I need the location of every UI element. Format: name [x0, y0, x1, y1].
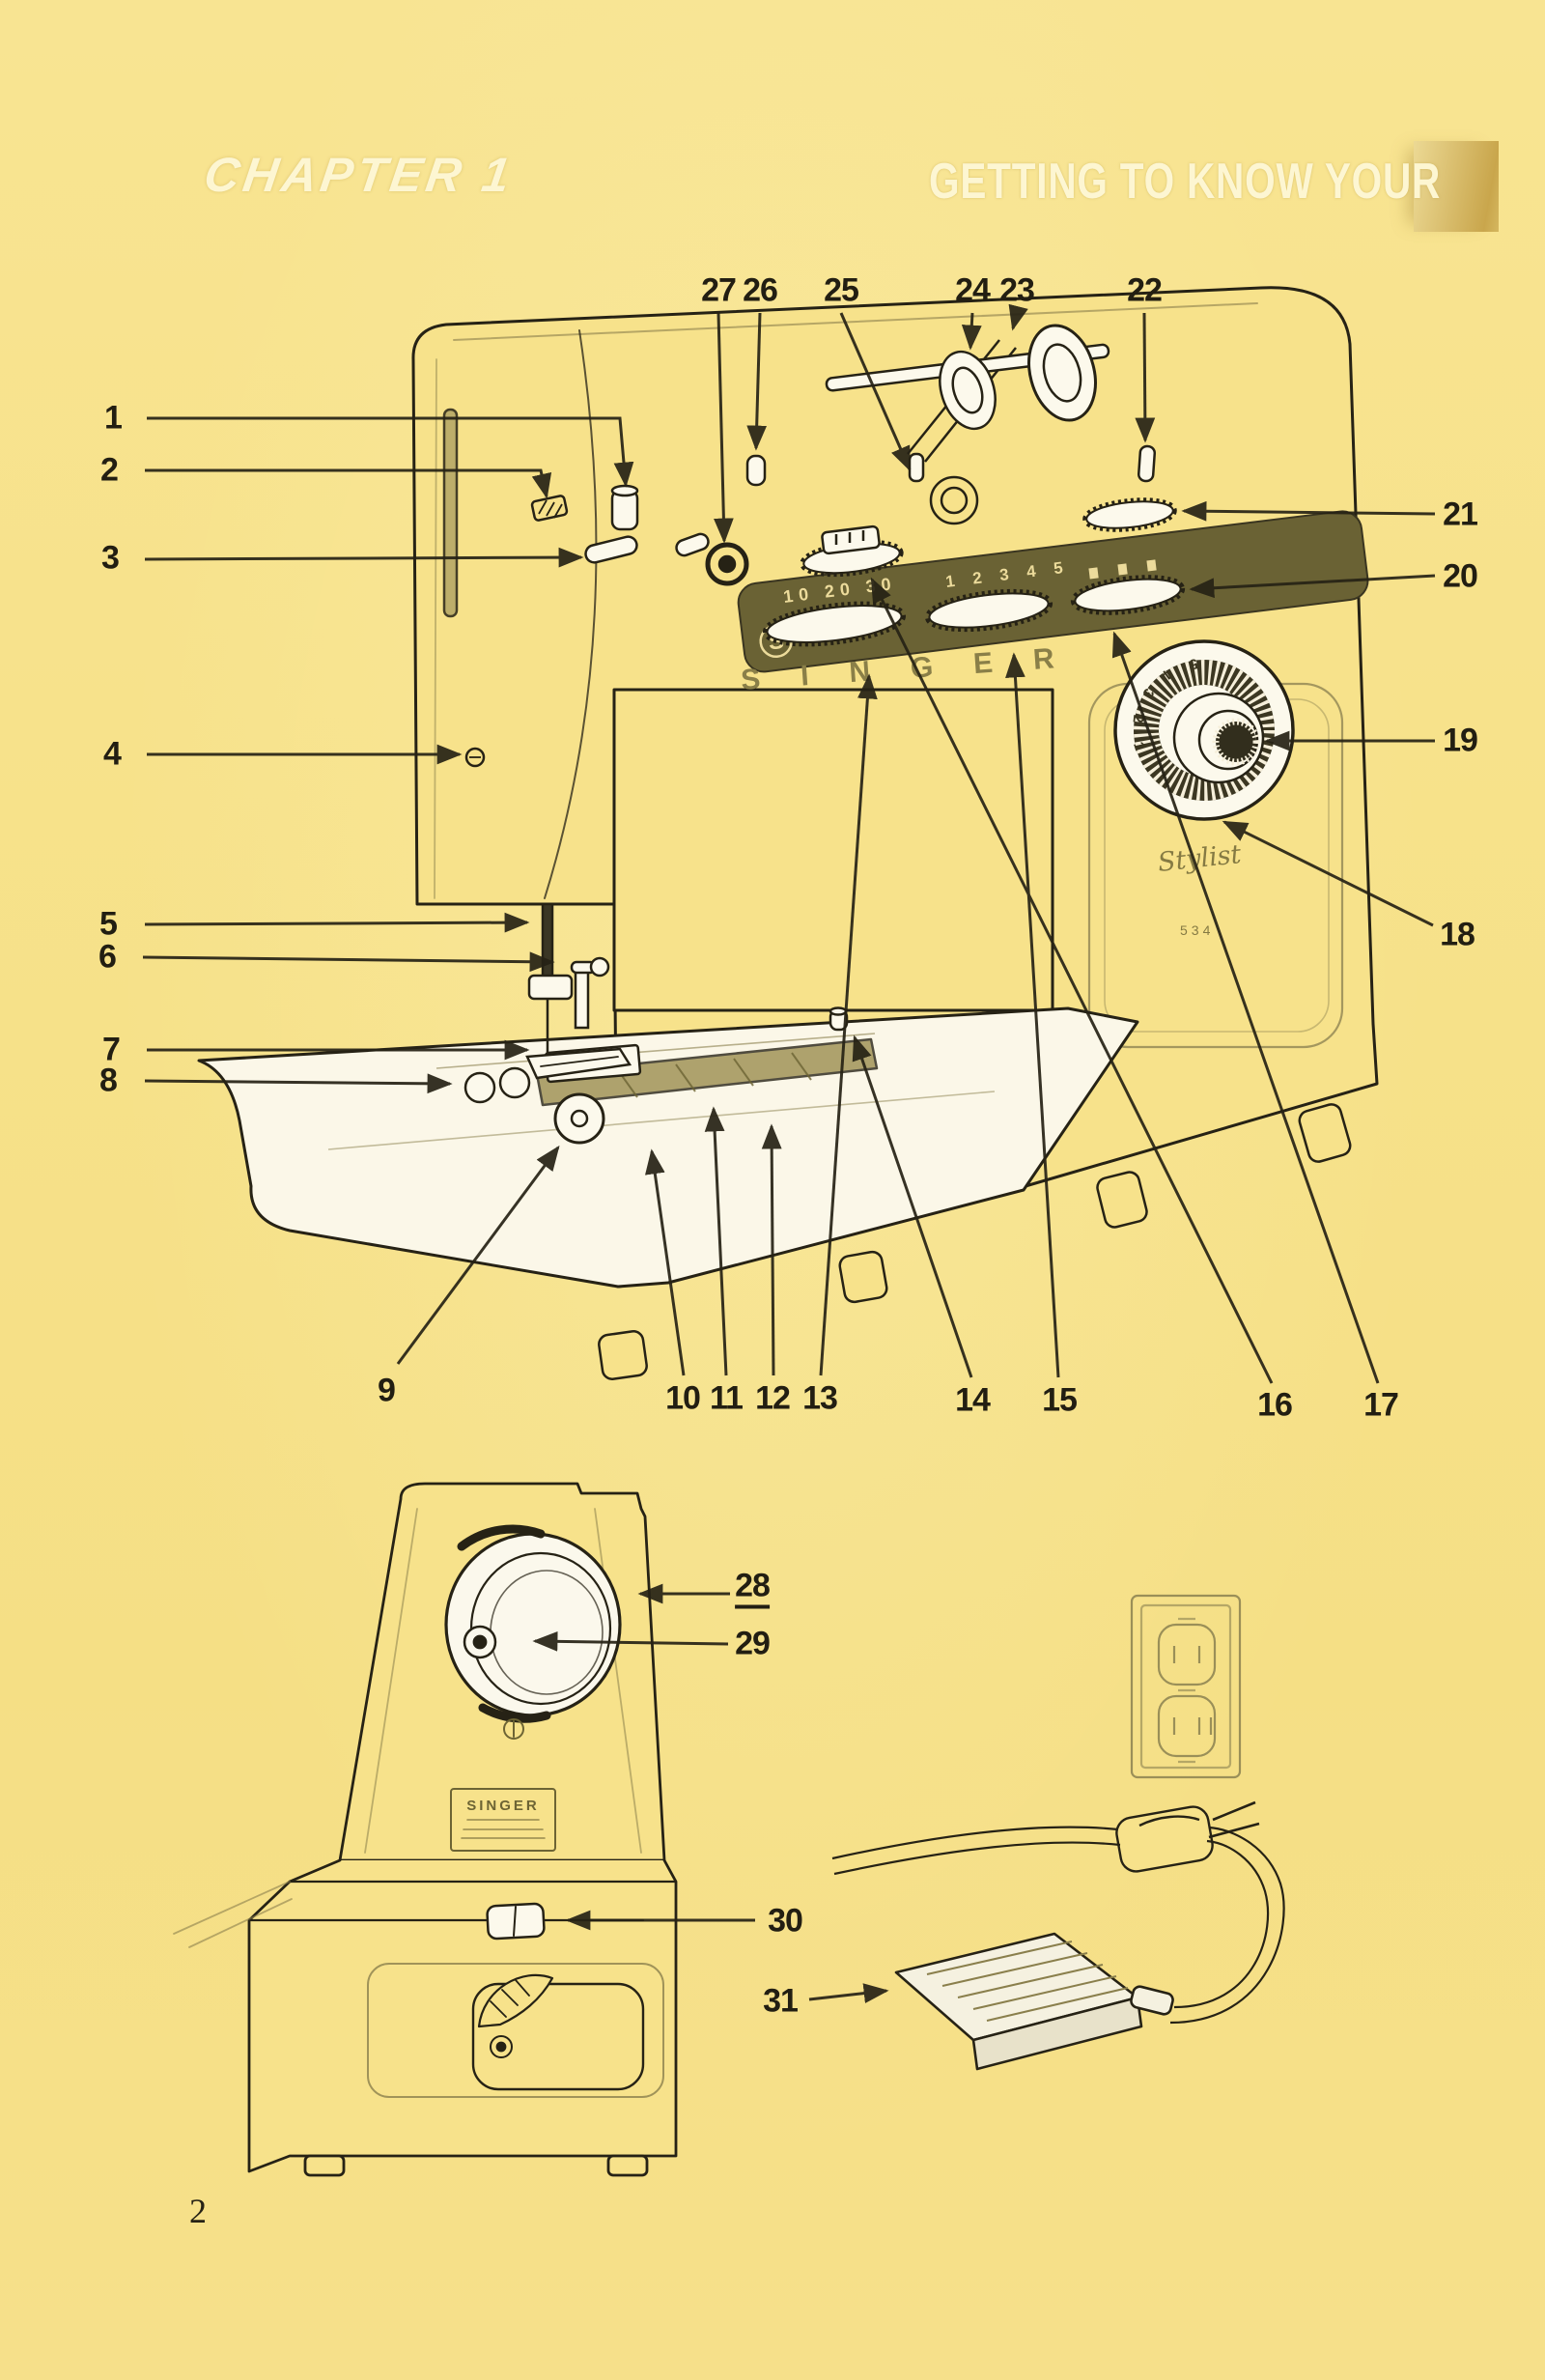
callout-7: 7: [102, 1031, 121, 1068]
callout-13: 13: [802, 1379, 838, 1417]
control-panel: S 10 20 30 1 2 3 4 5: [737, 497, 1369, 673]
callout-5: 5: [99, 905, 118, 943]
callout-2: 2: [100, 451, 119, 489]
model-number: 534: [1180, 922, 1214, 938]
callout-27: 27: [701, 271, 737, 309]
callout-28: 28: [735, 1568, 771, 1609]
power-cord: [831, 1826, 1121, 1876]
callout-10: 10: [665, 1379, 701, 1417]
callout-16: 16: [1257, 1386, 1293, 1424]
callout-23: 23: [999, 271, 1035, 309]
callout-6: 6: [98, 938, 117, 976]
foot-pedal: [894, 1826, 1285, 2071]
top-hardware: [442, 324, 1157, 768]
callout-4: 4: [103, 735, 122, 773]
callout-29: 29: [735, 1625, 771, 1662]
callout-22: 22: [1127, 271, 1163, 309]
power-accessories: [831, 1594, 1285, 2071]
chapter-heading: CHAPTER 1: [201, 148, 518, 202]
plate-brand: SINGER: [466, 1798, 540, 1814]
callout-12: 12: [755, 1379, 791, 1417]
title-highlight-block: [1414, 141, 1499, 232]
page-number: 2: [189, 2192, 207, 2230]
callout-14: 14: [955, 1381, 991, 1419]
callout-8: 8: [99, 1062, 118, 1099]
callout-26: 26: [743, 271, 778, 309]
callout-17: 17: [1363, 1386, 1399, 1424]
callout-31: 31: [763, 1982, 799, 2020]
page-title: GETTING TO KNOW YOUR: [929, 154, 1442, 210]
callout-30: 30: [768, 1902, 803, 1940]
callout-11: 11: [710, 1379, 744, 1417]
power-plug: [1115, 1800, 1260, 1873]
wall-outlet: [1130, 1594, 1242, 1779]
callout-1: 1: [104, 399, 123, 437]
callout-21: 21: [1443, 496, 1478, 533]
needle-presser-group: [525, 902, 632, 1080]
callout-3: 3: [101, 539, 120, 577]
stitch-selector-dial: 5 4 3 2 1: [1113, 639, 1295, 821]
callout-24: 24: [955, 271, 991, 309]
callout-20: 20: [1443, 557, 1478, 595]
callout-18: 18: [1440, 916, 1475, 953]
callout-25: 25: [824, 271, 859, 309]
leader-lines-front: [142, 303, 1436, 1384]
callout-9: 9: [378, 1372, 396, 1409]
callout-15: 15: [1042, 1381, 1078, 1419]
leader-lines-back: [532, 1583, 889, 2003]
back-view-machine: [173, 1482, 678, 2177]
callout-19: 19: [1443, 722, 1478, 759]
